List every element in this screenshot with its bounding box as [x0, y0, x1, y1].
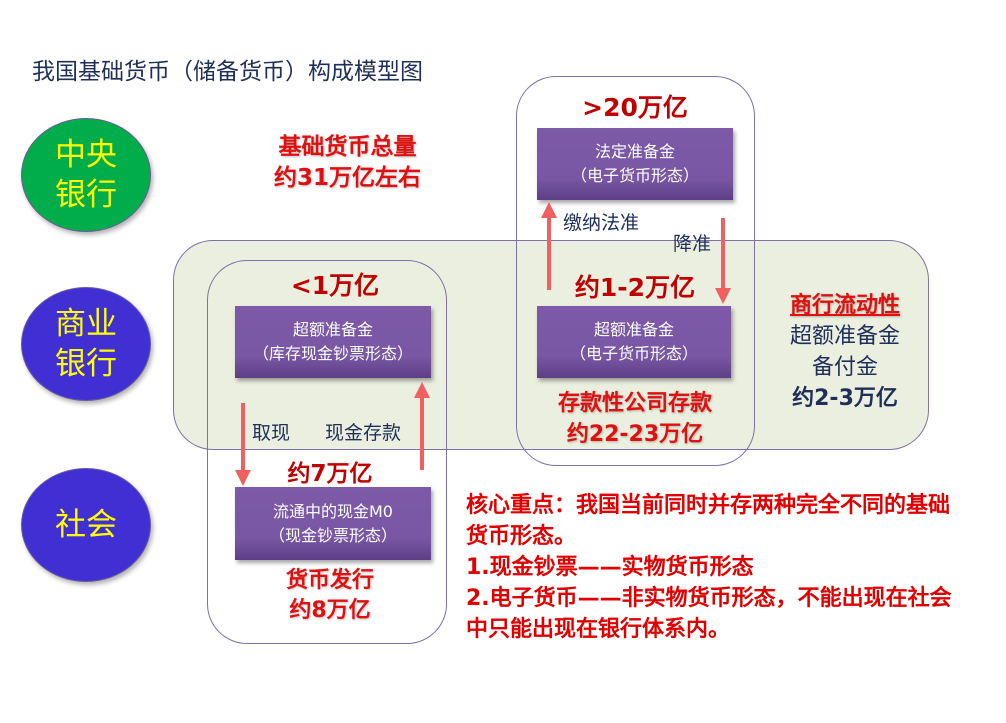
- key-points: 核心重点：我国当前同时并存两种完全不同的基础货币形态。 1.现金钞票——实物货币…: [466, 490, 966, 645]
- pay-reserve-label: 缴纳法准: [563, 212, 640, 234]
- electronic-group-frame: [516, 76, 755, 466]
- cash-group-frame: [207, 260, 447, 644]
- society-label: 社会: [55, 507, 117, 543]
- central-bank-label: 中央 银行: [55, 137, 117, 213]
- total-value: 约31万亿左右: [273, 165, 421, 191]
- electronic-reserve-amount: >20万亿: [582, 93, 688, 122]
- required-reserve-box: 法定准备金 （电子货币形态）: [537, 128, 733, 200]
- excess-reserve-electronic-box: 超额准备金 （电子货币形态）: [537, 306, 731, 378]
- box-subtitle: （库存现金钞票形态）: [252, 344, 413, 363]
- key-point: 核心重点：我国当前同时并存两种完全不同的基础货币形态。: [466, 493, 951, 549]
- depository-deposits: 存款性公司存款 约22-23万亿: [530, 388, 740, 450]
- deposit-label: 现金存款: [325, 422, 402, 444]
- bank-liquidity: 商行流动性 超额准备金 备付金 约2-3万亿: [770, 290, 920, 414]
- box-title: 法定准备金: [594, 142, 675, 161]
- commercial-bank-label: 商业 银行: [55, 306, 117, 382]
- box-title: 超额准备金: [593, 320, 674, 339]
- box-title: 超额准备金: [292, 320, 373, 339]
- cash-reserve-amount: <1万亿: [290, 271, 380, 300]
- total-base-money: 基础货币总量 约31万亿左右: [255, 132, 440, 194]
- central-bank-circle: 中央 银行: [21, 118, 151, 232]
- electronic-mid-amount: 约1-2万亿: [574, 273, 696, 302]
- cut-reserve-label: 降准: [673, 233, 712, 255]
- deposits-value: 约22-23万亿: [566, 422, 704, 447]
- excess-reserve-cash-box: 超额准备金 （库存现金钞票形态）: [235, 306, 431, 378]
- issuance-label: 货币发行: [285, 568, 374, 593]
- liquidity-line: 备付金: [811, 355, 878, 380]
- cash-mid-amount: 约7万亿: [287, 461, 373, 487]
- key-point: 2.电子货币——非实物货币形态，不能出现在社会中只能出现在银行体系内。: [466, 586, 952, 642]
- issuance-value: 约8万亿: [289, 598, 371, 623]
- key-point: 1.现金钞票——实物货币形态: [466, 555, 754, 580]
- page-title: 我国基础货币（储备货币）构成模型图: [32, 59, 423, 85]
- box-subtitle: （电子货币形态）: [570, 166, 699, 185]
- box-title: 流通中的现金M0: [273, 501, 393, 521]
- total-label: 基础货币总量: [278, 134, 417, 160]
- commercial-bank-circle: 商业 银行: [21, 287, 151, 401]
- currency-issuance: 货币发行 约8万亿: [250, 566, 410, 626]
- liquidity-amount: 约2-3万亿: [792, 386, 898, 411]
- m0-box: 流通中的现金M0 （现金钞票形态）: [235, 487, 431, 560]
- liquidity-heading: 商行流动性: [789, 293, 900, 318]
- society-circle: 社会: [21, 468, 151, 582]
- withdraw-label: 取现: [252, 422, 291, 444]
- box-subtitle: （电子货币形态）: [569, 344, 698, 363]
- deposits-label: 存款性公司存款: [557, 391, 712, 416]
- liquidity-line: 超额准备金: [789, 324, 900, 349]
- box-subtitle: （现金钞票形态）: [268, 525, 397, 545]
